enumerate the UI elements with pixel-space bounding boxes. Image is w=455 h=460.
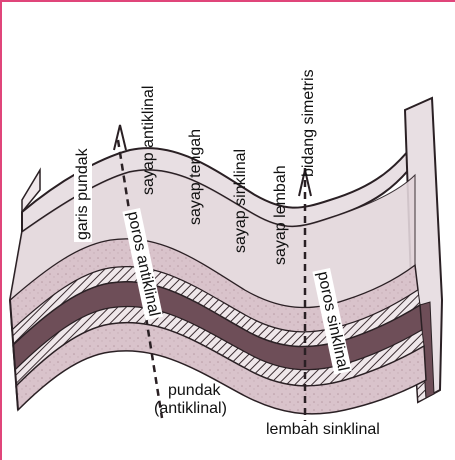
label-sayap-tengah: sayap tengah (187, 129, 205, 225)
label-sayap-sinklinal: sayap sinklinal (232, 149, 250, 253)
label-garis-pundak: garis pundak (74, 146, 92, 242)
label-pundak: pundak (168, 382, 221, 400)
label-antiklinal-paren: (antiklinal) (154, 400, 227, 418)
label-sayap-lembah: sayap lembah (272, 165, 290, 265)
label-bidang-simetris: bidang simetris (300, 69, 318, 177)
label-sayap-antiklinal: sayap antiklinal (140, 86, 158, 195)
label-lembah-sinklinal: lembah sinklinal (264, 421, 382, 439)
